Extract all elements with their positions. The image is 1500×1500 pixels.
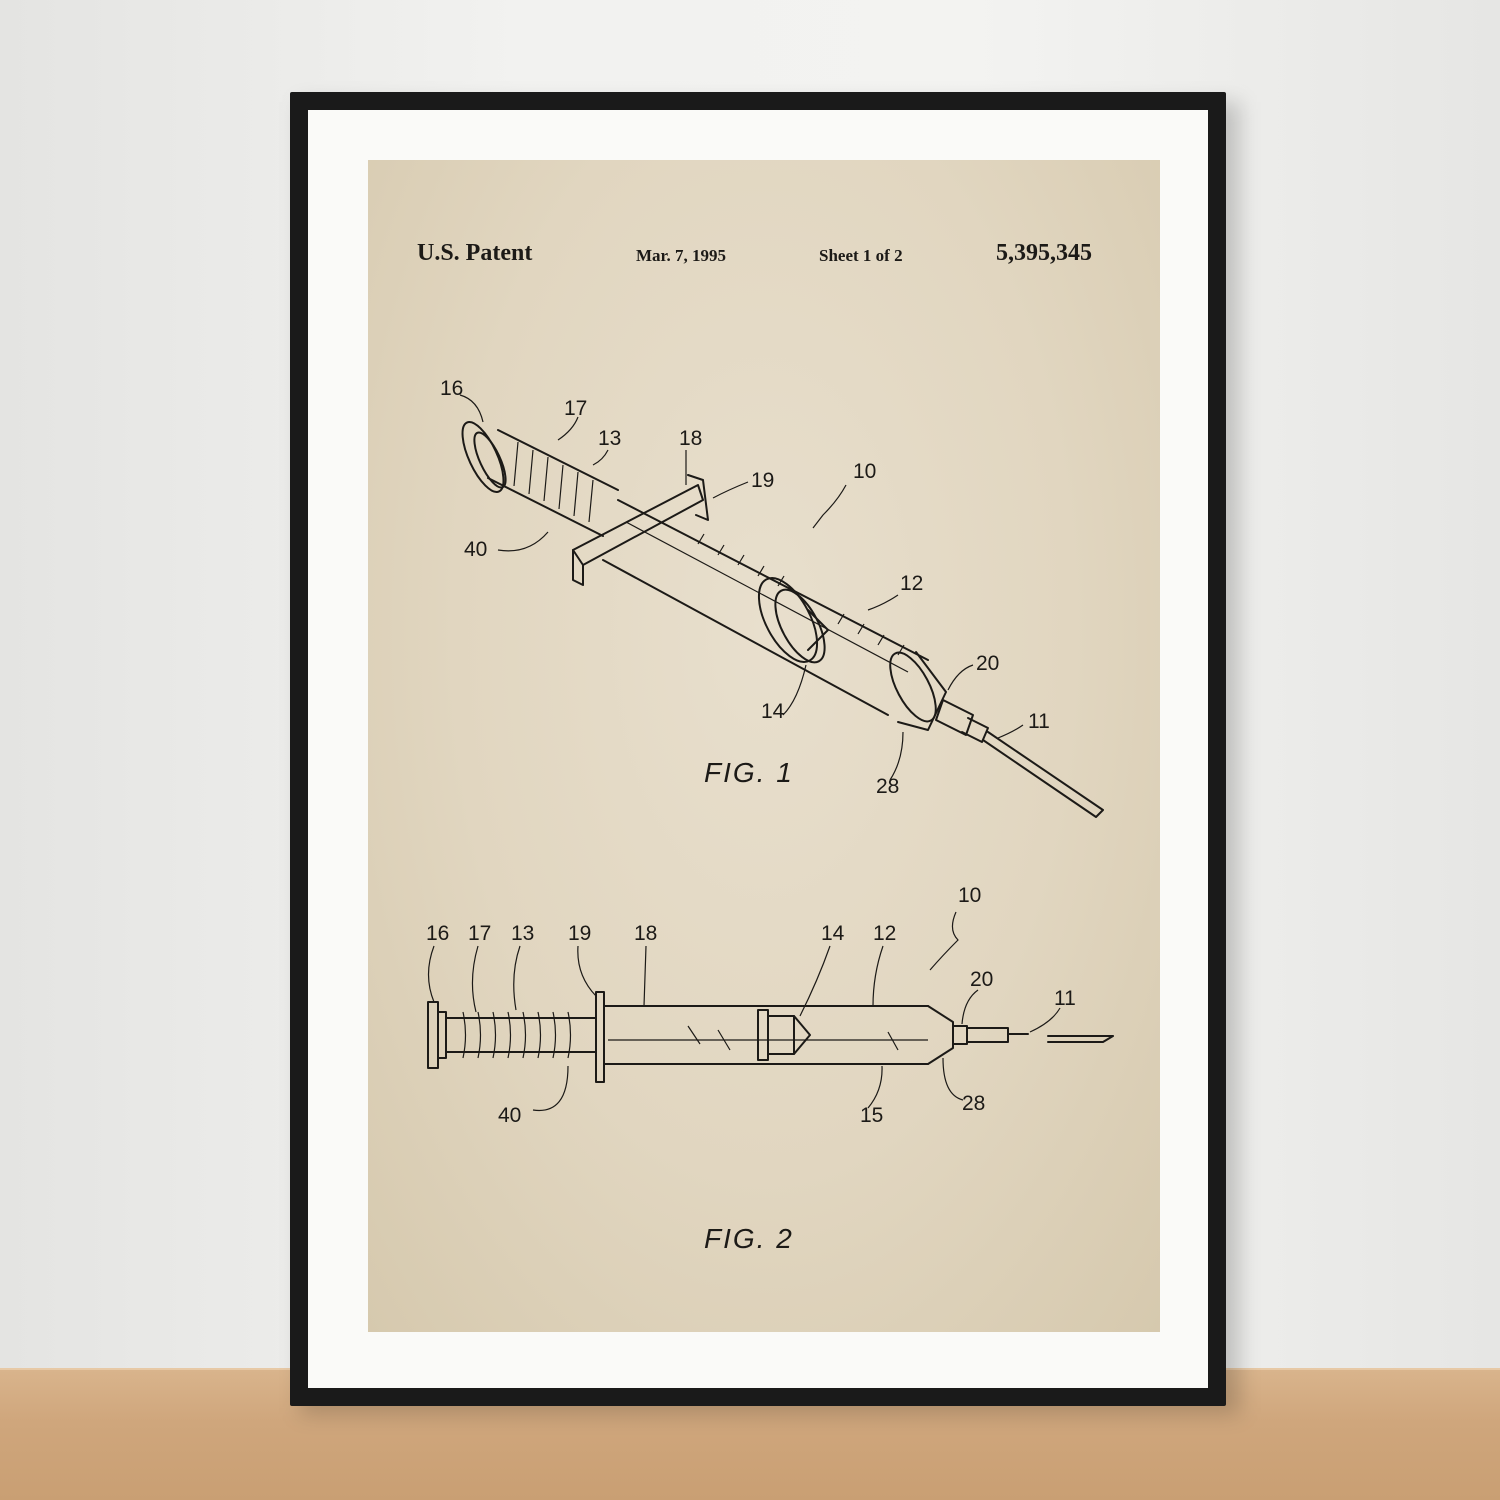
fig1-ref-20: 20 xyxy=(976,652,999,675)
fig1-ref-40: 40 xyxy=(464,538,487,561)
fig1-ref-10: 10 xyxy=(853,460,876,483)
patent-print: U.S. Patent Mar. 7, 1995 Sheet 1 of 2 5,… xyxy=(368,160,1160,1332)
syringe-drawings: 16 17 13 18 19 10 40 12 20 14 11 28 FIG.… xyxy=(426,377,1114,1254)
fig1-ref-13: 13 xyxy=(598,427,621,450)
fig2-ref-19: 19 xyxy=(568,922,591,945)
fig1-caption: FIG. 1 xyxy=(704,757,794,788)
fig2-ref-16: 16 xyxy=(426,922,449,945)
fig1-ref-12: 12 xyxy=(900,572,923,595)
fig2-ref-14: 14 xyxy=(821,922,845,945)
fig2-caption: FIG. 2 xyxy=(704,1223,794,1254)
fig1-ref-18: 18 xyxy=(679,427,702,450)
fig2-ref-15: 15 xyxy=(860,1104,883,1127)
fig1-ref-28: 28 xyxy=(876,775,899,798)
fig2-ref-10: 10 xyxy=(958,884,981,907)
fig2-ref-12: 12 xyxy=(873,922,896,945)
fig1-ref-14: 14 xyxy=(761,700,785,723)
fig2-ref-40: 40 xyxy=(498,1104,521,1127)
fig1-ref-17: 17 xyxy=(564,397,587,420)
fig2-ref-28: 28 xyxy=(962,1092,985,1115)
fig2-ref-11: 11 xyxy=(1054,987,1076,1010)
patent-title: U.S. Patent xyxy=(417,240,533,266)
patent-date: Mar. 7, 1995 xyxy=(636,246,727,265)
fig2-ref-20: 20 xyxy=(970,968,993,991)
fig1-ref-11: 11 xyxy=(1028,710,1050,733)
picture-frame: U.S. Patent Mar. 7, 1995 Sheet 1 of 2 5,… xyxy=(290,92,1226,1406)
fig2-ref-17: 17 xyxy=(468,922,491,945)
fig2-ref-18: 18 xyxy=(634,922,657,945)
patent-number: 5,395,345 xyxy=(996,240,1092,266)
patent-sheet: Sheet 1 of 2 xyxy=(819,246,903,265)
fig2-ref-13: 13 xyxy=(511,922,534,945)
fig1-syringe xyxy=(461,421,1104,818)
frame-mat: U.S. Patent Mar. 7, 1995 Sheet 1 of 2 5,… xyxy=(308,110,1208,1388)
fig2-syringe xyxy=(427,991,1114,1083)
fig1-ref-19: 19 xyxy=(751,469,774,492)
fig1-ref-16: 16 xyxy=(440,377,463,400)
